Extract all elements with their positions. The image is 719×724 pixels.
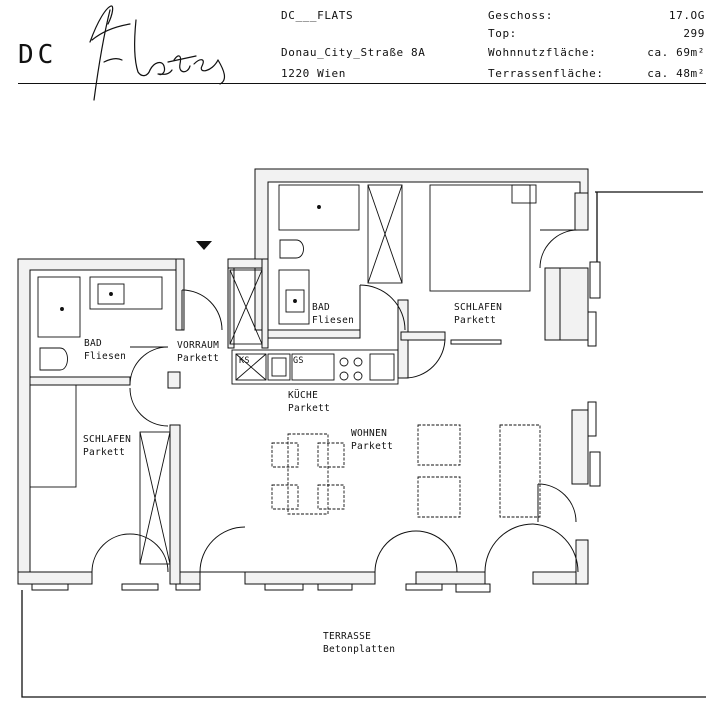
header-rule [18, 83, 706, 84]
detail-value-unit: 299 [683, 27, 705, 40]
room-bad-right-floor: Fliesen [312, 315, 354, 326]
signature-logo [89, 5, 226, 101]
logo-dc-text: DC [18, 40, 58, 70]
windows [31, 261, 601, 593]
room-bad-left-floor: Fliesen [84, 351, 126, 362]
address-street: Donau_City_Straße 8A [281, 46, 426, 59]
detail-label-unit: Top: [488, 27, 517, 40]
brand-name: DC___FLATS [281, 9, 354, 22]
room-wohnen-name: WOHNEN [351, 428, 387, 439]
room-vorraum-name: VORRAUM [177, 340, 219, 351]
room-bad-right-name: BAD [312, 302, 330, 313]
room-terrasse-name: TERRASSE [323, 631, 371, 642]
detail-value-living-area: ca. 69m² [647, 46, 705, 59]
appliance-ks-label: KS [239, 356, 250, 366]
entrance-marker [196, 241, 212, 250]
room-labels: BAD Fliesen VORRAUM Parkett BAD Fliesen … [83, 302, 502, 655]
room-kueche-name: KÜCHE [288, 390, 318, 401]
room-terrasse-floor: Betonplatten [323, 644, 395, 655]
walls [17, 168, 589, 585]
detail-value-floor: 17.OG [668, 9, 705, 22]
detail-value-terrace-area: ca. 48m² [647, 67, 705, 80]
detail-label-living-area: Wohnnutzfläche: [488, 46, 597, 59]
terrace-outline [21, 191, 706, 698]
header: DC DC___FLATS Donau_City_Straße 8A 1220 … [0, 0, 719, 101]
address-city: 1220 Wien [281, 67, 347, 80]
room-schlafen-left-floor: Parkett [83, 447, 125, 458]
room-vorraum-floor: Parkett [177, 353, 219, 364]
room-schlafen-right-name: SCHLAFEN [454, 302, 502, 313]
doors [91, 229, 579, 573]
detail-label-floor: Geschoss: [488, 9, 554, 22]
room-schlafen-right-floor: Parkett [454, 315, 496, 326]
detail-label-terrace-area: Terrassenfläche: [488, 67, 604, 80]
furniture [29, 184, 541, 565]
room-bad-left-name: BAD [84, 338, 102, 349]
room-wohnen-floor: Parkett [351, 441, 393, 452]
appliance-gs-label: GS [293, 356, 304, 366]
room-schlafen-left-name: SCHLAFEN [83, 434, 131, 445]
room-kueche-floor: Parkett [288, 403, 330, 414]
